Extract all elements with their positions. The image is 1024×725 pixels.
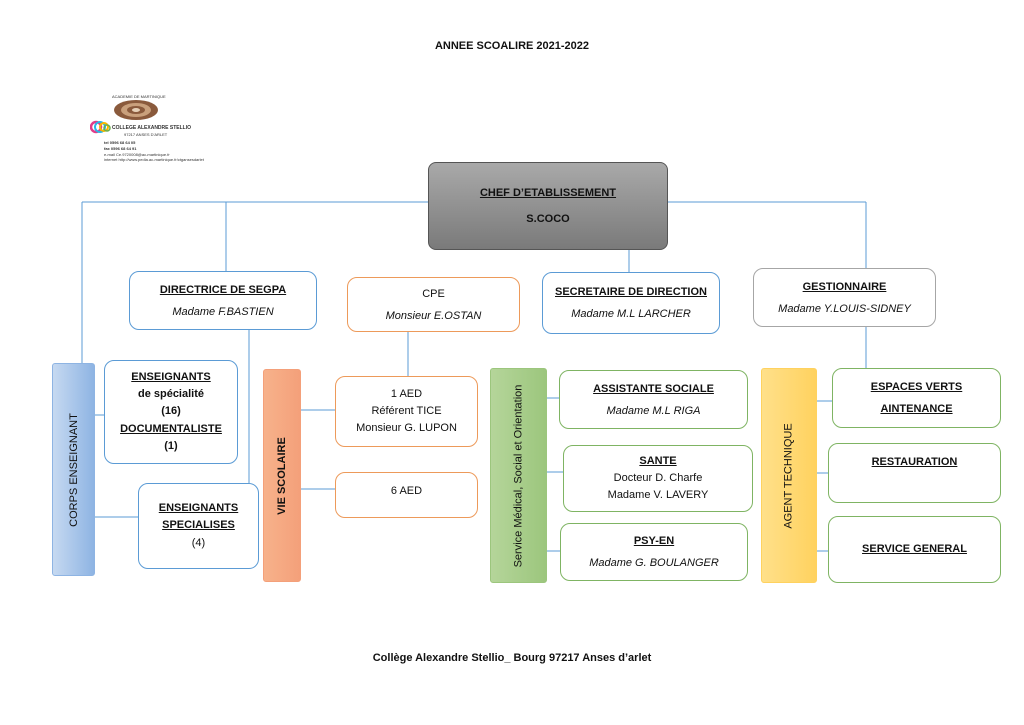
aed1-line1: 1 AED (390, 387, 423, 400)
secretaire-name: Madame M.L LARCHER (571, 308, 691, 320)
service-medical-bar: Service Médical, Social et Orientation (490, 368, 547, 583)
service-medical-label: Service Médical, Social et Orientation (512, 384, 525, 567)
enseignants-specialite-box: ENSEIGNANTS de spécialité (16) DOCUMENTA… (104, 360, 238, 464)
segpa-title: DIRECTRICE DE SEGPA (159, 283, 287, 296)
restauration-box: RESTAURATION (828, 443, 1001, 503)
corps-enseignant-bar: CORPS ENSEIGNANT (52, 363, 95, 576)
cpe-name: Monsieur E.OSTAN (385, 309, 482, 322)
agent-technique-bar: AGENT TECHNIQUE (761, 368, 817, 583)
assistante-sociale-box: ASSISTANTE SOCIALE Madame M.L RIGA (559, 370, 748, 429)
agent-technique-label: AGENT TECHNIQUE (783, 422, 795, 529)
ens-count: (16) (161, 405, 181, 418)
school-logo: ACADEMIE DE MARTINIQUE COLLEGE ALEXANDRE… (90, 94, 260, 164)
gestionnaire-box: GESTIONNAIRE Madame Y.LOUIS-SIDNEY (753, 268, 936, 327)
assist-title: ASSISTANTE SOCIALE (593, 382, 714, 395)
segpa-name: Madame F.BASTIEN (172, 305, 274, 318)
logo-fax: fax 0596 68 64 91 (104, 146, 137, 151)
espaces-verts-box: ESPACES VERTS AINTENANCE (832, 368, 1001, 428)
aed-tice-box: 1 AED Référent TICE Monsieur G. LUPON (335, 376, 478, 447)
gestionnaire-title: GESTIONNAIRE (802, 280, 887, 293)
cpe-box: CPE Monsieur E.OSTAN (347, 277, 520, 332)
spec-title1: ENSEIGNANTS (158, 502, 239, 515)
segpa-box: DIRECTRICE DE SEGPA Madame F.BASTIEN (129, 271, 317, 330)
secretaire-title: SECRETAIRE DE DIRECTION (555, 286, 707, 298)
spec-count: (4) (191, 536, 206, 549)
aed2-label: 6 AED (390, 485, 423, 497)
chef-name: S.COCO (526, 213, 570, 225)
service-general-box: SERVICE GENERAL (828, 516, 1001, 583)
enseignants-specialises-box: ENSEIGNANTS SPECIALISES (4) (138, 483, 259, 569)
vie-scolaire-bar: VIE SCOLAIRE (263, 369, 301, 582)
restauration-title: RESTAURATION (871, 456, 958, 468)
chef-title: CHEF D’ETABLISSEMENT (479, 186, 617, 199)
aed1-line2: Référent TICE (371, 404, 442, 417)
doc-title: DOCUMENTALISTE (120, 422, 222, 435)
ens-title: ENSEIGNANTS (131, 371, 211, 384)
sante-box: SANTE Docteur D. Charfe Madame V. LAVERY (563, 445, 753, 512)
psy-en-box: PSY-EN Madame G. BOULANGER (560, 523, 748, 581)
doc-count: (1) (164, 439, 178, 452)
espaces-title: ESPACES VERTS (870, 381, 963, 393)
vie-scolaire-label: VIE SCOLAIRE (276, 436, 288, 515)
corps-enseignant-label: CORPS ENSEIGNANT (67, 412, 80, 527)
psy-name: Madame G. BOULANGER (589, 557, 719, 569)
aed-six-box: 6 AED (335, 472, 478, 518)
maintenance-title: AINTENANCE (880, 403, 953, 415)
logo-web: internet http://www.pedia.ac-martinique.… (104, 157, 204, 162)
chef-etablissement-box: CHEF D’ETABLISSEMENT S.COCO (428, 162, 668, 250)
gestionnaire-name: Madame Y.LOUIS-SIDNEY (778, 302, 911, 315)
sante-name1: Docteur D. Charfe (613, 471, 703, 484)
logo-college-name: COLLEGE ALEXANDRE STELLIO (112, 125, 191, 131)
logo-city: 97217 ANSES D'ARLET (124, 132, 168, 137)
footer-address: Collège Alexandre Stellio_ Bourg 97217 A… (372, 652, 652, 664)
secretaire-box: SECRETAIRE DE DIRECTION Madame M.L LARCH… (542, 272, 720, 334)
spec-title2: SPECIALISES (162, 519, 235, 532)
cs-logo-icon (90, 120, 111, 134)
page-title: ANNEE SCOALIRE 2021-2022 (434, 40, 590, 52)
spiral-icon (114, 100, 158, 120)
logo-tel: tel 0596 68 64 05 (104, 140, 136, 145)
sante-title: SANTE (639, 454, 677, 467)
service-general-title: SERVICE GENERAL (862, 543, 967, 556)
logo-academie: ACADEMIE DE MARTINIQUE (112, 94, 166, 99)
sante-name2: Madame V. LAVERY (607, 489, 709, 502)
ens-sub: de spécialité (137, 388, 205, 401)
assist-name: Madame M.L RIGA (606, 404, 701, 417)
psy-title: PSY-EN (633, 535, 675, 547)
cpe-title: CPE (422, 287, 445, 300)
logo-email: e-mail Ce.9720008@ac-martinique.fr (104, 152, 170, 157)
aed1-line3: Monsieur G. LUPON (356, 422, 457, 435)
